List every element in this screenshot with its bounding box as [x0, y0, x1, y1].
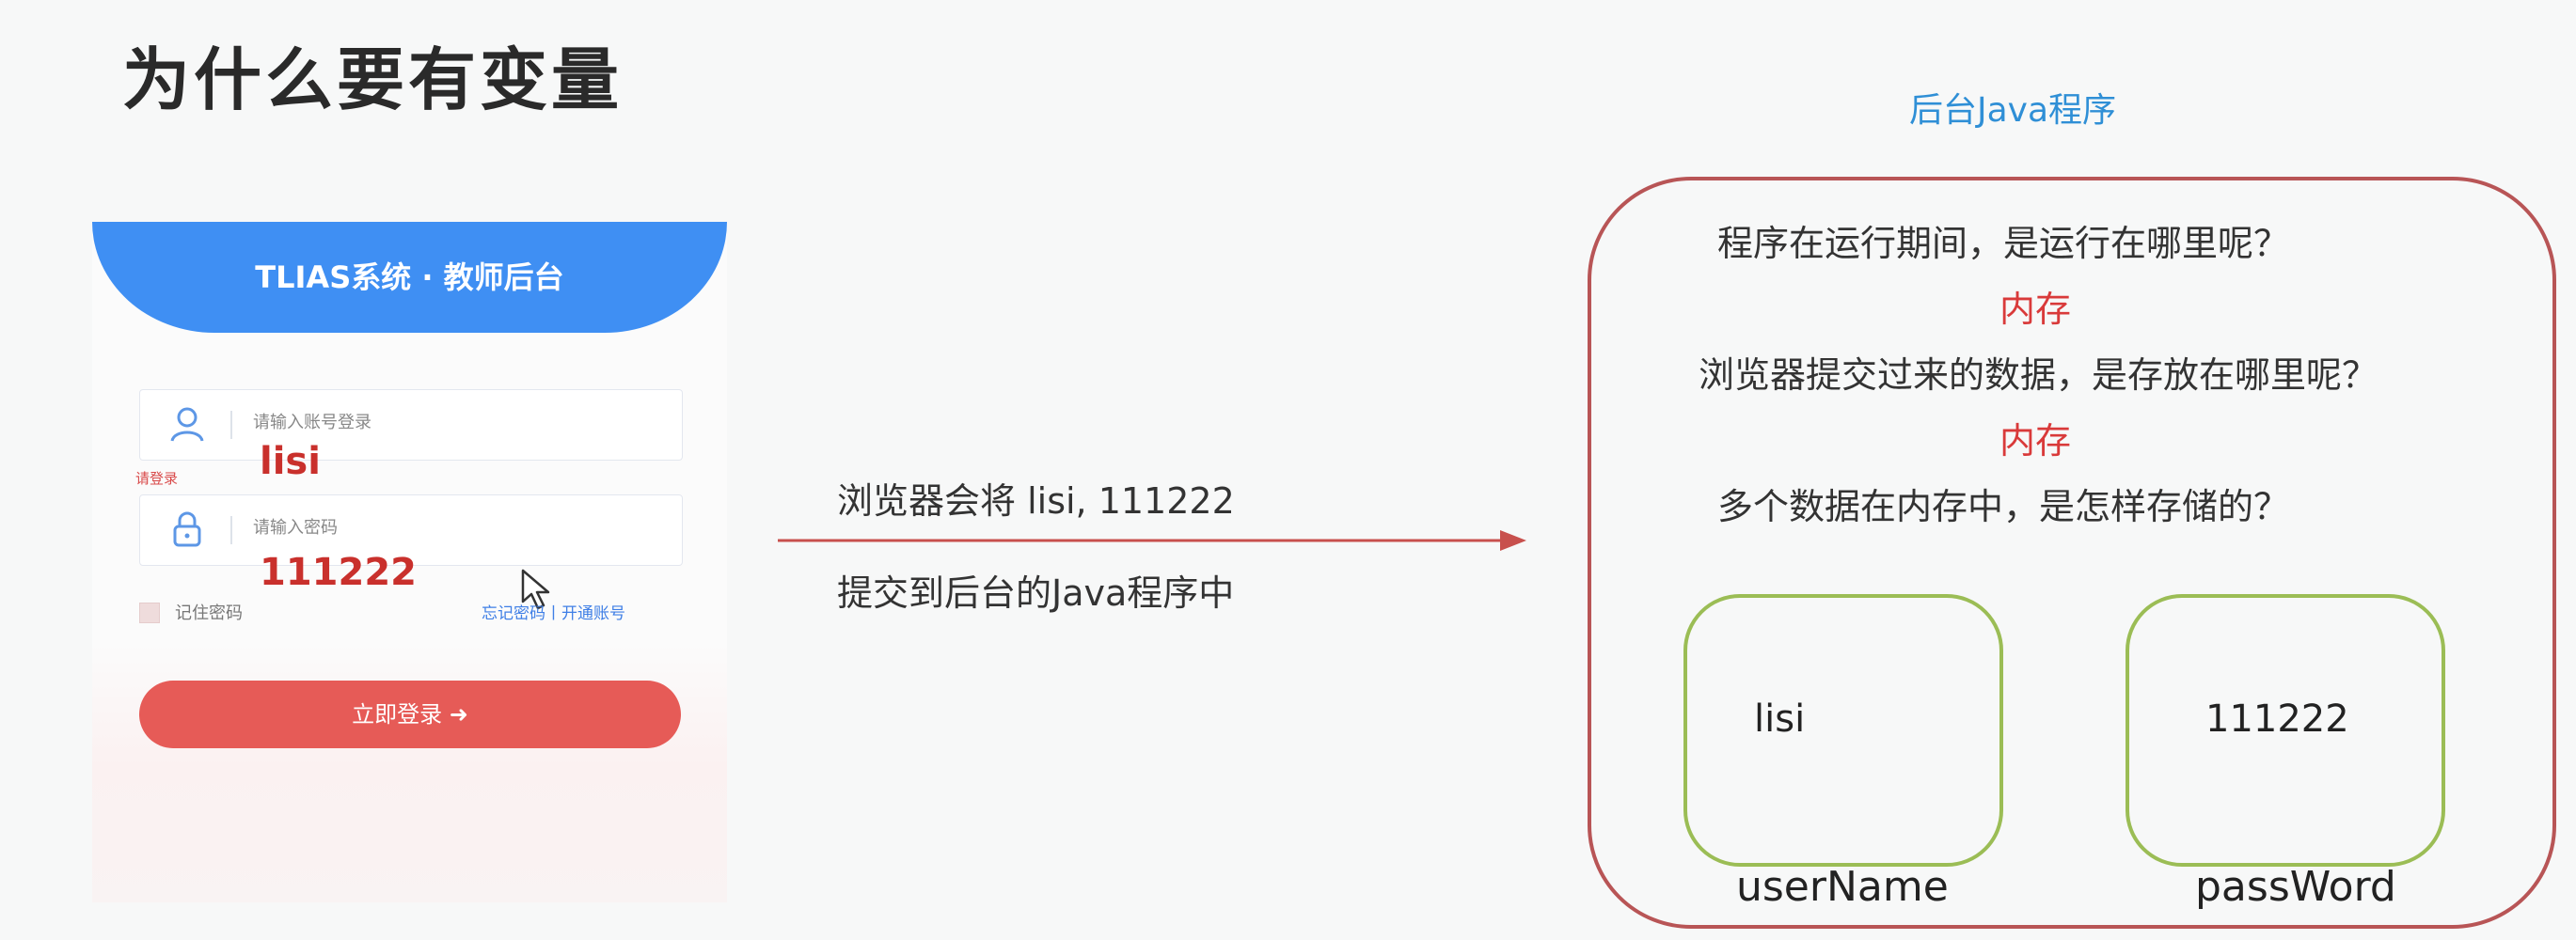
backend-title: 后台Java程序 — [1909, 91, 2117, 130]
password-field[interactable]: 请输入密码 — [139, 494, 683, 566]
user-icon — [166, 403, 208, 445]
answer-1: 内存 — [1999, 289, 2072, 330]
backend-box — [1588, 177, 2556, 929]
variable-name-username: userName — [1736, 863, 1949, 911]
remember-checkbox[interactable] — [139, 603, 160, 623]
variable-value-username: lisi — [1754, 697, 1806, 741]
submit-arrow — [778, 530, 1526, 551]
login-panel: TLIAS系统 · 教师后台 请输入账号登录 请登录 lisi 请输入密码 11… — [92, 222, 727, 902]
variable-name-password: passWord — [2195, 863, 2396, 911]
login-button[interactable]: 立即登录 ➜ — [139, 681, 681, 748]
variable-box-password — [2126, 594, 2445, 867]
mouse-cursor-icon — [520, 568, 554, 615]
username-field[interactable]: 请输入账号登录 — [139, 389, 683, 461]
password-placeholder: 请输入密码 — [253, 518, 338, 538]
lock-icon — [166, 509, 208, 550]
variable-box-username — [1683, 594, 2003, 867]
username-value: lisi — [260, 440, 321, 483]
remember-label: 记住密码 — [175, 603, 243, 623]
password-value: 111222 — [260, 551, 417, 594]
username-warning: 请登录 — [135, 470, 179, 487]
variable-value-password: 111222 — [2205, 697, 2349, 741]
arrow-caption-line1: 浏览器会将 lisi, 111222 — [837, 480, 1235, 522]
answer-2: 内存 — [1999, 420, 2072, 462]
question-3: 多个数据在内存中，是怎样存储的？ — [1717, 486, 2290, 527]
account-links[interactable]: 忘记密码丨开通账号 — [482, 604, 625, 623]
question-1: 程序在运行期间，是运行在哪里呢？ — [1717, 223, 2290, 264]
arrow-caption-line2: 提交到后台的Java程序中 — [837, 572, 1235, 614]
question-2: 浏览器提交过来的数据，是存放在哪里呢？ — [1699, 354, 2378, 396]
username-placeholder: 请输入账号登录 — [253, 413, 371, 432]
login-header: TLIAS系统 · 教师后台 — [92, 222, 727, 333]
field-separator — [230, 411, 232, 439]
field-separator — [230, 516, 232, 544]
slide-title: 为什么要有变量 — [122, 40, 624, 119]
